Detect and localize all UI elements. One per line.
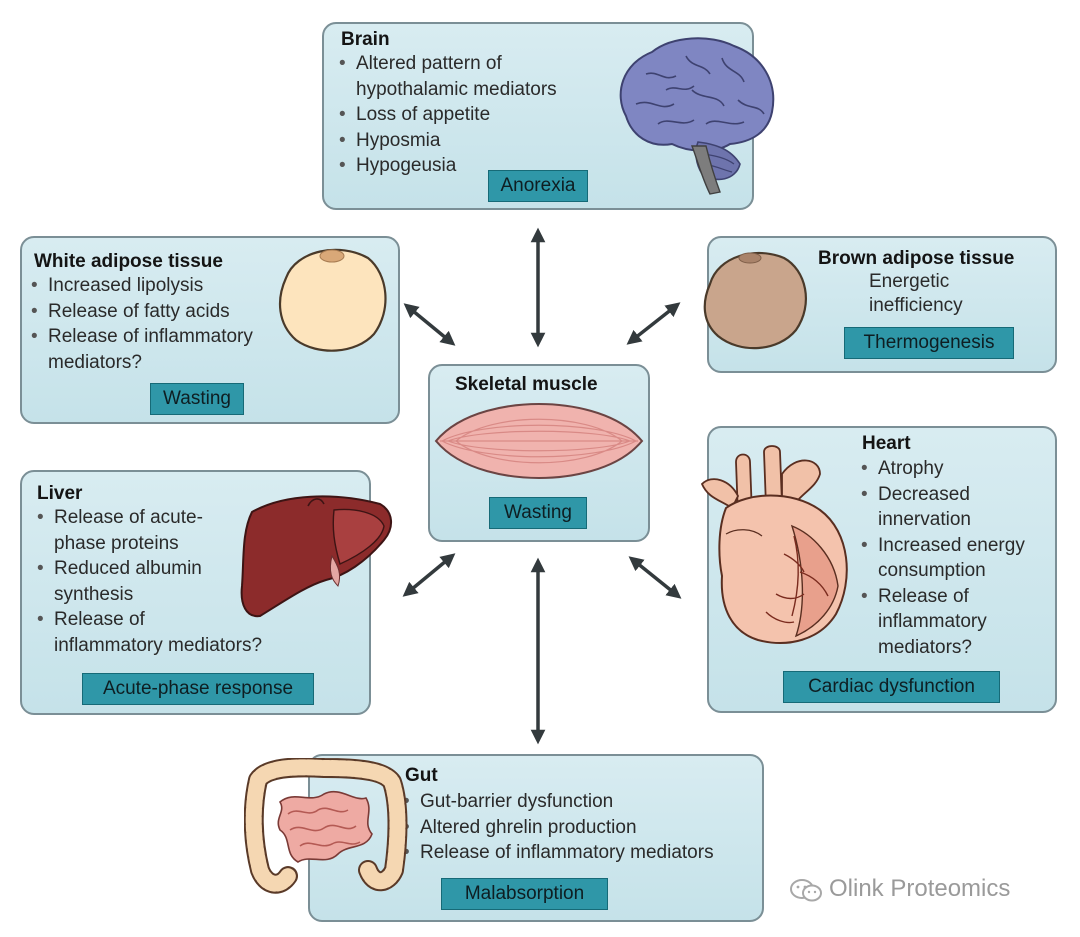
arrow-heart-muscle xyxy=(628,556,682,599)
list-item: Decreased xyxy=(860,482,1025,508)
list-item-continuation: inflammatory xyxy=(878,611,987,632)
heart-title: Heart xyxy=(862,433,911,454)
list-item: Altered ghrelin production xyxy=(402,815,714,841)
white-adipose-effects-list: Increased lipolysis Release of fatty aci… xyxy=(30,273,253,375)
list-item: Altered pattern of xyxy=(338,51,557,77)
white-adipose-outcome-tag: Wasting xyxy=(150,383,244,415)
arrow-liver-muscle xyxy=(402,553,456,597)
brain-title: Brain xyxy=(341,29,390,50)
watermark-text: Olink Proteomics xyxy=(829,875,1011,902)
skeletal-muscle-title: Skeletal muscle xyxy=(455,374,598,395)
liver-title: Liver xyxy=(37,483,83,504)
list-item: Hypogeusia xyxy=(338,153,557,179)
arrow-brown-adipose-muscle xyxy=(626,302,681,345)
list-item: Reduced albumin xyxy=(36,556,262,582)
list-item: Gut-barrier dysfunction xyxy=(402,789,714,815)
list-item: Release of xyxy=(860,584,1025,610)
white-fat-cell-illustration xyxy=(279,248,387,352)
gut-effects-list: Gut-barrier dysfunction Altered ghrelin … xyxy=(402,789,714,866)
list-item-continuation: mediators? xyxy=(48,351,142,373)
skeletal-muscle-outcome-tag: Wasting xyxy=(489,497,587,529)
heart-illustration xyxy=(700,445,848,644)
heart-outcome-tag: Cardiac dysfunction xyxy=(783,671,1000,703)
description-line: inefficiency xyxy=(869,295,963,316)
brown-fat-cell-illustration xyxy=(703,251,807,350)
list-item: Release of inflammatory xyxy=(30,324,253,350)
list-item: Release of acute- xyxy=(36,505,262,531)
list-item-continuation: hypothalamic mediators xyxy=(356,78,557,100)
list-item: Release of inflammatory mediators xyxy=(402,840,714,866)
white-adipose-title: White adipose tissue xyxy=(34,251,223,272)
list-item: Atrophy xyxy=(860,456,1025,482)
wechat-icon xyxy=(790,879,822,902)
heart-effects-list: Atrophy Decreased innervation Increased … xyxy=(860,456,1025,660)
list-item: Release of xyxy=(36,607,262,633)
gut-title: Gut xyxy=(405,765,438,786)
list-item: Release of fatty acids xyxy=(30,299,253,325)
gut-outcome-tag: Malabsorption xyxy=(441,878,608,910)
list-item-continuation: synthesis xyxy=(54,583,134,605)
list-item: Increased energy xyxy=(860,533,1025,559)
list-item-continuation: consumption xyxy=(878,560,986,581)
liver-outcome-tag: Acute-phase response xyxy=(82,673,314,705)
brown-adipose-description: Energetic inefficiency xyxy=(869,270,963,318)
brown-adipose-title: Brown adipose tissue xyxy=(818,248,1015,269)
brain-effects-list: Altered pattern of hypothalamic mediator… xyxy=(338,51,557,179)
list-item: Hyposmia xyxy=(338,128,557,154)
arrow-white-adipose-muscle xyxy=(403,303,456,346)
list-item: Loss of appetite xyxy=(338,102,557,128)
liver-illustration xyxy=(240,495,392,618)
list-item-continuation: inflammatory mediators? xyxy=(54,634,263,656)
list-item: Increased lipolysis xyxy=(30,273,253,299)
intestine-illustration xyxy=(244,758,408,894)
description-line: Energetic xyxy=(869,271,950,292)
brain-illustration xyxy=(619,37,775,195)
brain-outcome-tag: Anorexia xyxy=(488,170,588,202)
brown-adipose-outcome-tag: Thermogenesis xyxy=(844,327,1014,359)
liver-effects-list: Release of acute- phase proteins Reduced… xyxy=(36,505,262,658)
list-item-continuation: innervation xyxy=(878,509,971,530)
muscle-illustration xyxy=(434,402,644,480)
list-item-continuation: phase proteins xyxy=(54,532,179,554)
list-item-continuation: mediators? xyxy=(878,636,972,658)
